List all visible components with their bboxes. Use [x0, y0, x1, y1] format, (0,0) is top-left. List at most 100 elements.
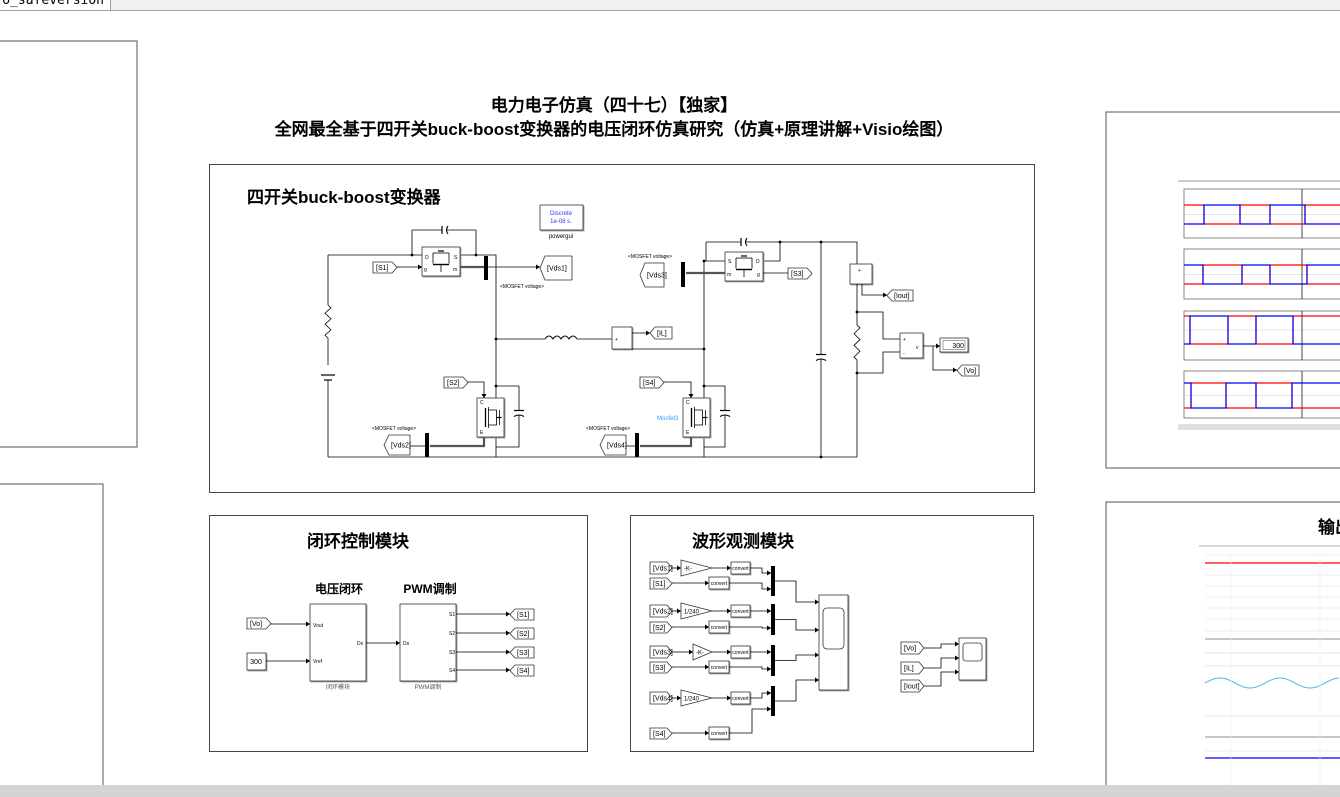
arrowhead-icon	[953, 367, 957, 373]
from-vds1-tag[interactable]	[649, 561, 673, 575]
convert-vds4-label: convert	[732, 696, 749, 702]
mosfet3-label: Mosfet3	[657, 416, 679, 422]
from-s3-tag[interactable]	[649, 661, 673, 674]
from-vds1-tag-label: [Vds1]	[653, 566, 673, 573]
from-vo-tag[interactable]	[246, 617, 272, 630]
goto-vo-tag[interactable]	[956, 364, 980, 377]
inductor[interactable]	[544, 335, 578, 340]
signal-line	[775, 619, 819, 631]
goto-vds2-tag[interactable]	[383, 434, 411, 456]
signal-line	[664, 381, 692, 398]
goto-vds3-tag-label: [Vds3]	[647, 273, 667, 280]
pwm-out1: S1	[449, 612, 455, 618]
arrowhead-icon	[705, 730, 709, 736]
goto-s4-tag[interactable]	[509, 664, 535, 677]
from-s1-tag[interactable]	[372, 261, 398, 274]
horizontal-scrollbar[interactable]	[0, 785, 1340, 797]
from-s4-tag-label: [S4]	[653, 731, 666, 738]
mosfet-4-c: C	[686, 400, 690, 406]
convert-vds1-label: convert	[732, 566, 749, 572]
pwm-subsystem[interactable]	[399, 603, 457, 682]
goto-iout-tag[interactable]	[886, 289, 914, 302]
blue-series	[1184, 264, 1340, 285]
vm-minus: -	[903, 351, 905, 357]
gain-3-block[interactable]	[692, 643, 714, 661]
junction-node	[474, 253, 478, 257]
from-s1-tag[interactable]	[649, 577, 673, 590]
signal-line	[924, 643, 959, 649]
goto-vds4-tag[interactable]	[599, 434, 627, 456]
mosfet-1-s: S	[454, 255, 458, 261]
bus-selector-3[interactable]	[681, 262, 685, 287]
control-area[interactable]	[209, 515, 588, 752]
output-scope-title: 输出	[1318, 517, 1340, 537]
powergui-block[interactable]	[539, 204, 584, 231]
goto-vds1-tag[interactable]	[539, 255, 573, 281]
arrowhead-icon	[506, 630, 510, 636]
gain-4-label: 1/240	[684, 697, 700, 703]
voltage-measurement-block[interactable]	[899, 332, 924, 359]
signal-line	[857, 311, 900, 340]
from-s4-tag[interactable]	[639, 376, 665, 389]
goto-il-tag-label: [IL]	[657, 331, 667, 338]
goto-s2-tag[interactable]	[509, 627, 535, 640]
goto-s3-tag[interactable]	[509, 646, 535, 659]
goto-s1-tag[interactable]	[509, 608, 535, 621]
bus-selector-4[interactable]	[635, 433, 639, 457]
bus-selector-2[interactable]	[425, 433, 429, 457]
right-scope-panel-bottom[interactable]	[1105, 501, 1340, 797]
mosfet-1-m: m	[453, 267, 457, 273]
model-tab-title: o_safeversion	[2, 0, 104, 8]
from-s2-tag[interactable]	[443, 376, 469, 389]
blue-series	[1184, 382, 1340, 409]
signal-line	[640, 437, 693, 448]
mux-1[interactable]	[771, 566, 775, 596]
from-s2-tag-label: [S2]	[653, 625, 666, 632]
circuit-area[interactable]	[209, 164, 1035, 493]
pwm-in-ds: Ds	[403, 641, 410, 647]
gain-1-block[interactable]	[680, 559, 713, 577]
from-vds2-tag[interactable]	[649, 604, 673, 618]
goto-il-tag[interactable]	[649, 326, 673, 340]
from-vds3-tag[interactable]	[649, 645, 673, 659]
constant-value: 300	[250, 659, 262, 666]
loop-in-vout: Vout	[313, 623, 324, 629]
from-s3-tag[interactable]	[787, 267, 813, 280]
signal-line	[763, 242, 781, 262]
from-scope2-in2-tag[interactable]	[900, 661, 925, 675]
gain-4-block[interactable]	[680, 689, 713, 707]
from-vds2-tag-label: [Vds2]	[653, 609, 673, 616]
from-scope2-in1-tag[interactable]	[900, 641, 925, 655]
voltage-loop-subsystem[interactable]	[309, 603, 367, 682]
from-s3-tag-label: [S3]	[653, 665, 666, 672]
from-s4-tag[interactable]	[649, 727, 673, 740]
from-s2-tag[interactable]	[649, 621, 673, 634]
goto-vds3-tag[interactable]	[639, 262, 665, 288]
from-s1-tag-label: [S1]	[376, 265, 389, 272]
mux-2[interactable]	[771, 604, 775, 635]
scope-screen-icon	[962, 642, 983, 662]
model-tab[interactable]: o_safeversion	[0, 0, 111, 10]
arrowhead-icon	[506, 667, 510, 673]
constant-300-block[interactable]	[246, 652, 267, 671]
waveform-area[interactable]	[630, 515, 1034, 752]
signal-line	[750, 567, 771, 574]
from-scope2-in3-tag[interactable]	[900, 679, 925, 693]
powergui-label: powergui	[549, 234, 573, 240]
mosfet-1-g: g	[424, 267, 427, 273]
left-area-bottom[interactable]	[0, 483, 104, 797]
convert-s2-label: convert	[711, 625, 728, 631]
mux-4[interactable]	[771, 686, 775, 716]
current-measurement-iout[interactable]	[849, 263, 873, 285]
gain-2-block[interactable]	[680, 602, 713, 620]
left-area-top[interactable]	[0, 40, 138, 448]
mux-3[interactable]	[771, 645, 775, 676]
bus-selector-1[interactable]	[484, 256, 488, 280]
current-measurement-il[interactable]	[611, 326, 633, 350]
mosfet-3-s: S	[728, 259, 732, 265]
arrowhead-icon	[506, 611, 510, 617]
from-vds4-tag[interactable]	[649, 691, 673, 705]
mosfet-2-block[interactable]	[476, 397, 505, 438]
